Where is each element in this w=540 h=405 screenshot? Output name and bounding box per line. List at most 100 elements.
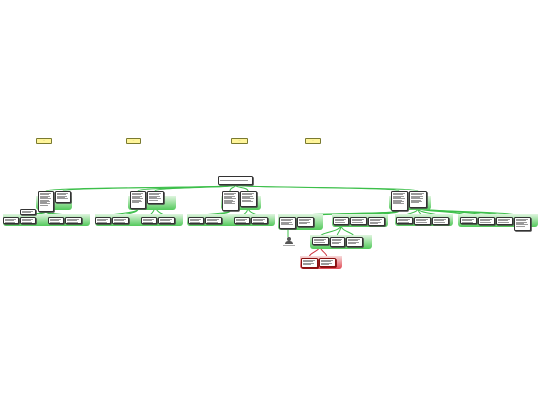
branch-node[interactable] xyxy=(130,191,146,209)
text-line xyxy=(397,221,410,223)
red-leaf-node[interactable] xyxy=(319,258,336,267)
text-line xyxy=(39,202,48,203)
leaf-node[interactable] xyxy=(141,217,157,224)
text-line xyxy=(415,219,429,220)
text-line xyxy=(131,195,143,197)
leaf-node[interactable] xyxy=(312,237,329,245)
text-line xyxy=(369,223,379,224)
text-line xyxy=(334,220,345,222)
leaf-node[interactable] xyxy=(478,217,495,225)
leaf-node[interactable] xyxy=(460,217,477,224)
red-leaf-node[interactable] xyxy=(301,258,318,268)
text-line xyxy=(223,202,232,203)
leaf-node[interactable] xyxy=(396,217,413,224)
text-line xyxy=(96,221,108,223)
text-line xyxy=(39,199,49,201)
text-line xyxy=(159,220,171,222)
leaf-node[interactable] xyxy=(368,217,385,226)
text-line xyxy=(223,198,236,199)
text-line xyxy=(131,202,140,203)
text-line xyxy=(235,220,246,222)
text-line xyxy=(148,198,161,199)
text-line xyxy=(392,193,406,194)
branch-node[interactable] xyxy=(240,191,257,207)
text-line xyxy=(252,220,264,222)
text-line xyxy=(148,197,158,198)
text-line xyxy=(351,221,364,223)
text-line xyxy=(497,220,509,222)
text-line xyxy=(515,219,529,220)
text-line xyxy=(66,221,79,223)
section-label: ···· xyxy=(231,138,248,144)
text-line xyxy=(131,194,142,196)
leaf-node[interactable] xyxy=(297,217,314,227)
leaf-node[interactable] xyxy=(251,217,268,224)
person-head xyxy=(287,237,291,241)
leaf-node[interactable] xyxy=(346,237,363,247)
text-line xyxy=(39,195,51,197)
text-line xyxy=(479,219,493,220)
text-line xyxy=(334,219,347,220)
text-line xyxy=(142,221,154,223)
leaf-node[interactable] xyxy=(234,217,250,224)
text-line xyxy=(410,195,424,197)
leaf-node[interactable] xyxy=(350,217,367,225)
branch-node[interactable] xyxy=(391,191,408,211)
leaf-node[interactable] xyxy=(112,217,129,224)
text-line xyxy=(223,194,235,196)
text-line xyxy=(189,221,201,223)
leaf-node[interactable] xyxy=(20,209,36,215)
text-line xyxy=(113,219,127,220)
leaf-node[interactable] xyxy=(330,237,345,247)
text-line xyxy=(515,221,528,223)
branch-node[interactable] xyxy=(38,191,54,212)
text-line xyxy=(302,260,316,261)
text-line xyxy=(49,221,61,223)
text-line xyxy=(280,220,292,222)
text-line xyxy=(320,262,333,264)
leaf-node[interactable] xyxy=(414,217,431,225)
branch-node[interactable] xyxy=(222,191,239,211)
leaf-node[interactable] xyxy=(205,217,222,224)
text-line xyxy=(433,221,446,223)
leaf-node[interactable] xyxy=(65,217,82,224)
text-line xyxy=(223,197,233,198)
root-node[interactable] xyxy=(218,176,253,185)
text-line xyxy=(298,223,308,224)
text-line xyxy=(302,262,315,264)
text-line xyxy=(235,221,247,223)
text-line xyxy=(21,219,34,220)
leaf-node[interactable] xyxy=(514,217,531,231)
text-line xyxy=(159,219,173,220)
text-line xyxy=(461,221,474,223)
text-line xyxy=(320,260,334,261)
text-line xyxy=(131,199,141,201)
leaf-node[interactable] xyxy=(48,217,64,224)
branch-node[interactable] xyxy=(409,191,427,208)
text-line xyxy=(392,202,401,203)
leaf-node[interactable] xyxy=(279,217,296,229)
text-line xyxy=(39,200,50,202)
text-line xyxy=(392,194,404,196)
text-line xyxy=(241,193,255,194)
text-line xyxy=(397,220,409,222)
leaf-node[interactable] xyxy=(20,217,36,224)
leaf-node[interactable] xyxy=(333,217,349,225)
leaf-node[interactable] xyxy=(95,217,111,224)
text-line xyxy=(4,221,16,223)
text-line xyxy=(313,241,326,243)
leaf-node[interactable] xyxy=(496,217,513,225)
text-line xyxy=(331,239,343,240)
text-line xyxy=(39,194,50,196)
text-line xyxy=(159,221,172,223)
branch-node[interactable] xyxy=(147,191,164,204)
leaf-node[interactable] xyxy=(432,217,449,225)
text-line xyxy=(4,220,15,222)
text-line xyxy=(515,224,528,225)
branch-node[interactable] xyxy=(55,191,71,203)
leaf-node[interactable] xyxy=(188,217,204,224)
leaf-node[interactable] xyxy=(158,217,175,224)
leaf-node[interactable] xyxy=(3,217,19,224)
text-line xyxy=(131,198,143,199)
